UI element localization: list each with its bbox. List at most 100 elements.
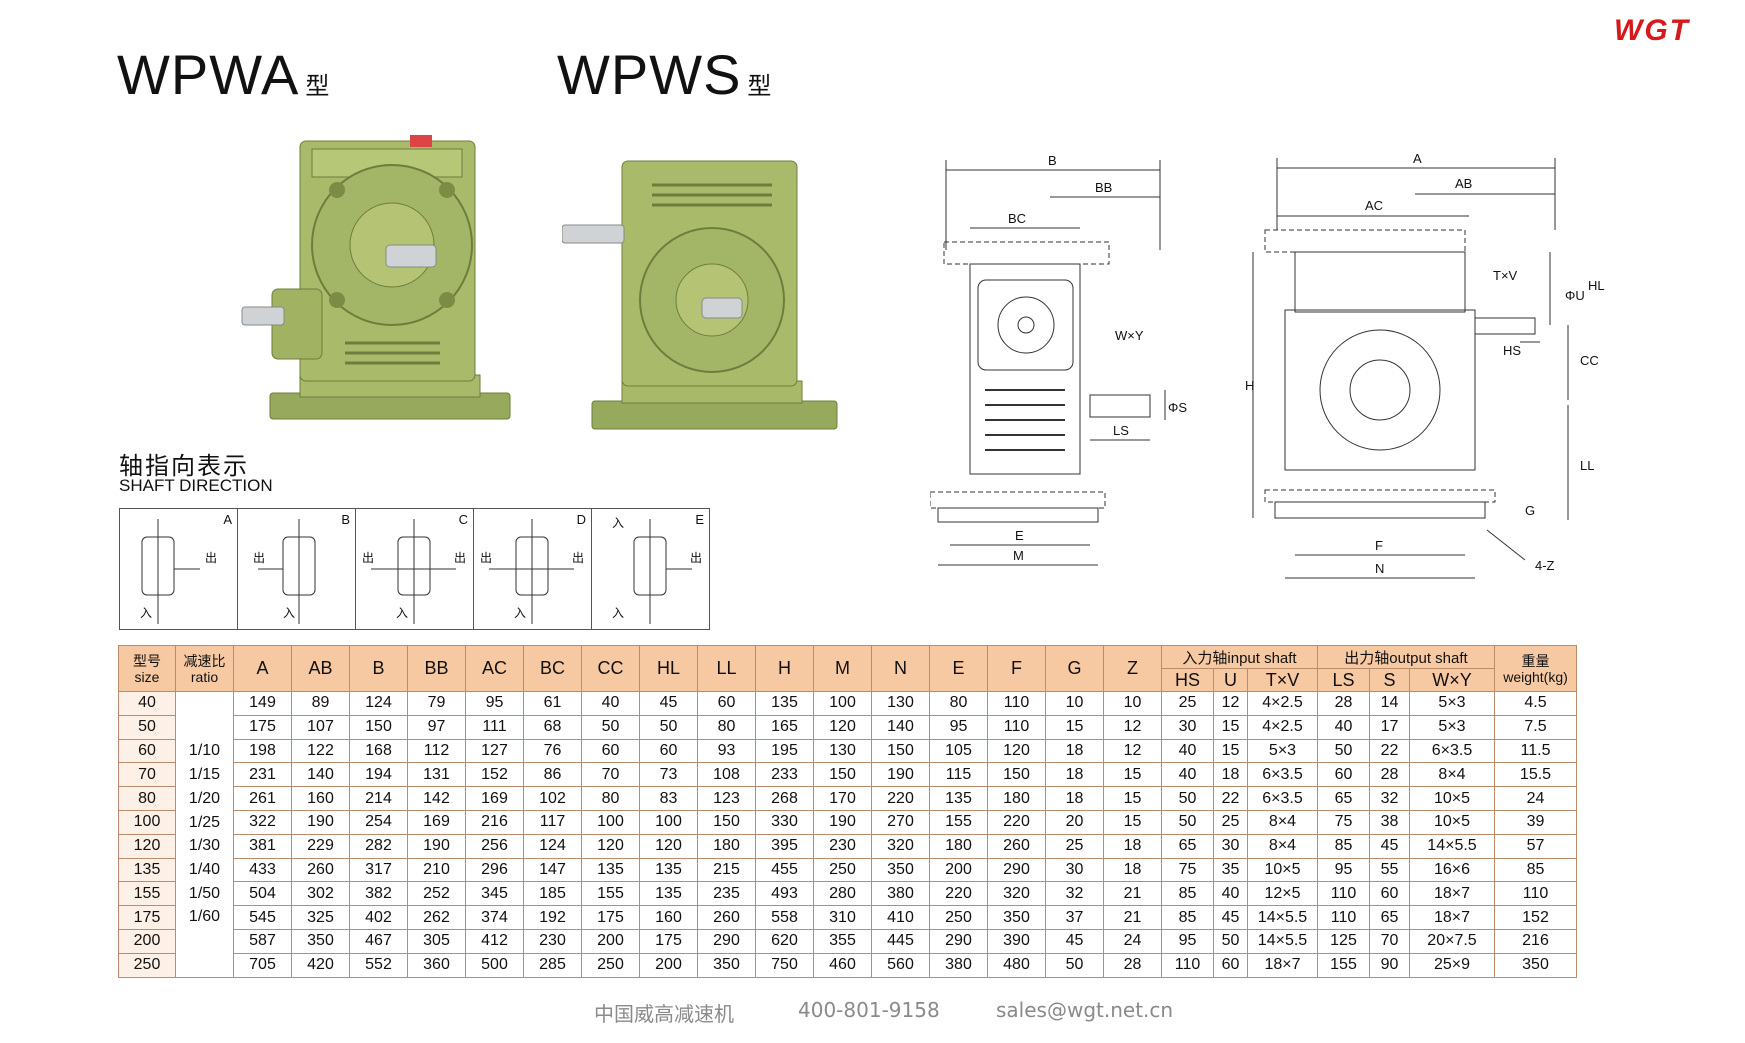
table-cell: 5×3 [1247, 738, 1318, 764]
table-cell: 412 [465, 928, 524, 954]
in-label: 入 [612, 606, 625, 620]
table-cell: 380 [929, 952, 988, 978]
direction-letter: D [576, 512, 586, 527]
table-cell: 120 [639, 833, 698, 859]
table-cell: 60 [1317, 762, 1370, 788]
table-cell: 124 [349, 691, 408, 716]
header-input-col: U [1213, 668, 1248, 692]
table-cell: 50 [1317, 738, 1370, 764]
direction-letter: A [223, 512, 232, 527]
dim-label: HL [1588, 278, 1605, 293]
table-cell: 250 [813, 857, 872, 883]
table-cell: 65 [1161, 833, 1214, 859]
table-cell: 28 [1317, 691, 1370, 716]
table-cell: 38 [1369, 809, 1410, 835]
table-cell: 402 [349, 905, 408, 930]
table-cell: 149 [233, 691, 292, 716]
table-cell: 420 [291, 952, 350, 978]
table-cell: 95 [1317, 857, 1370, 883]
dim-label: HS [1503, 343, 1521, 358]
out-label: 出 [253, 551, 266, 565]
dim-label: BB [1095, 180, 1112, 195]
table-cell: 260 [987, 833, 1046, 859]
table-cell: 180 [697, 833, 756, 859]
dim-label: M [1013, 548, 1024, 563]
table-cell: 345 [465, 881, 524, 907]
table-cell: 140 [291, 762, 350, 788]
direction-letter: E [695, 512, 704, 527]
table-cell: 6×3.5 [1409, 738, 1495, 764]
table-cell: 80 [697, 714, 756, 740]
table-cell: 90 [1369, 952, 1410, 978]
table-cell: 57 [1494, 833, 1577, 859]
table-cell: 110 [987, 714, 1046, 740]
table-cell: 4×2.5 [1247, 714, 1318, 740]
table-cell: 15.5 [1494, 762, 1577, 788]
table-cell: 8×4 [1409, 762, 1495, 788]
table-cell: 45 [1045, 928, 1104, 954]
table-cell: 20 [1045, 809, 1104, 835]
header-col: N [871, 645, 930, 692]
table-cell: 200 [581, 928, 640, 954]
dim-label: AB [1455, 176, 1472, 191]
table-cell: 12 [1213, 691, 1248, 716]
dim-label: N [1375, 561, 1384, 576]
table-cell: 175 [639, 928, 698, 954]
table-cell: 10×5 [1409, 786, 1495, 811]
table-cell: 124 [523, 833, 582, 859]
header-col: H [755, 645, 814, 692]
table-cell: 280 [813, 881, 872, 907]
table-cell: 296 [465, 857, 524, 883]
table-cell: 12×5 [1247, 881, 1318, 907]
table-cell: 55 [1369, 857, 1410, 883]
table-cell: 50 [581, 714, 640, 740]
table-cell: 180 [929, 833, 988, 859]
table-cell: 50 [639, 714, 698, 740]
table-cell: 108 [697, 762, 756, 788]
table-cell: 268 [755, 786, 814, 811]
table-cell: 467 [349, 928, 408, 954]
table-cell: 192 [523, 905, 582, 930]
table-cell: 160 [291, 786, 350, 811]
out-label: 出 [572, 551, 585, 565]
table-cell: 24 [1494, 786, 1577, 811]
dim-label: ΦU [1565, 288, 1585, 303]
table-cell: 68 [523, 714, 582, 740]
table-cell: 230 [523, 928, 582, 954]
table-cell: 194 [349, 762, 408, 788]
table-cell: 50 [1045, 952, 1104, 978]
table-cell: 120 [581, 833, 640, 859]
table-cell: 175 [233, 714, 292, 740]
table-cell: 83 [639, 786, 698, 811]
table-cell: 190 [871, 762, 930, 788]
shaft-direction-diagrams: A 出 入 B 出 入 C 出 出 入 D 出 出 入 E 出 入 入 [119, 508, 710, 630]
table-cell: 89 [291, 691, 350, 716]
table-cell: 18 [1045, 762, 1104, 788]
header-col: E [929, 645, 988, 692]
table-cell: 330 [755, 809, 814, 835]
table-cell: 195 [755, 738, 814, 764]
table-cell: 620 [755, 928, 814, 954]
table-cell: 252 [407, 881, 466, 907]
table-cell: 15 [1103, 786, 1162, 811]
header-col: Z [1103, 645, 1162, 692]
table-cell: 97 [407, 714, 466, 740]
table-cell: 12 [1103, 714, 1162, 740]
ratio-value: 1/10 [188, 742, 221, 760]
table-cell: 131 [407, 762, 466, 788]
table-cell: 73 [639, 762, 698, 788]
wpws-gearbox-image [562, 160, 838, 430]
header-weight-cn: 重量 [1521, 652, 1550, 669]
table-cell: 135 [639, 857, 698, 883]
table-cell: 558 [755, 905, 814, 930]
table-cell: 45 [1369, 833, 1410, 859]
table-cell: 111 [465, 714, 524, 740]
table-cell: 61 [523, 691, 582, 716]
table-cell: 322 [233, 809, 292, 835]
dim-label: A [1413, 151, 1422, 166]
